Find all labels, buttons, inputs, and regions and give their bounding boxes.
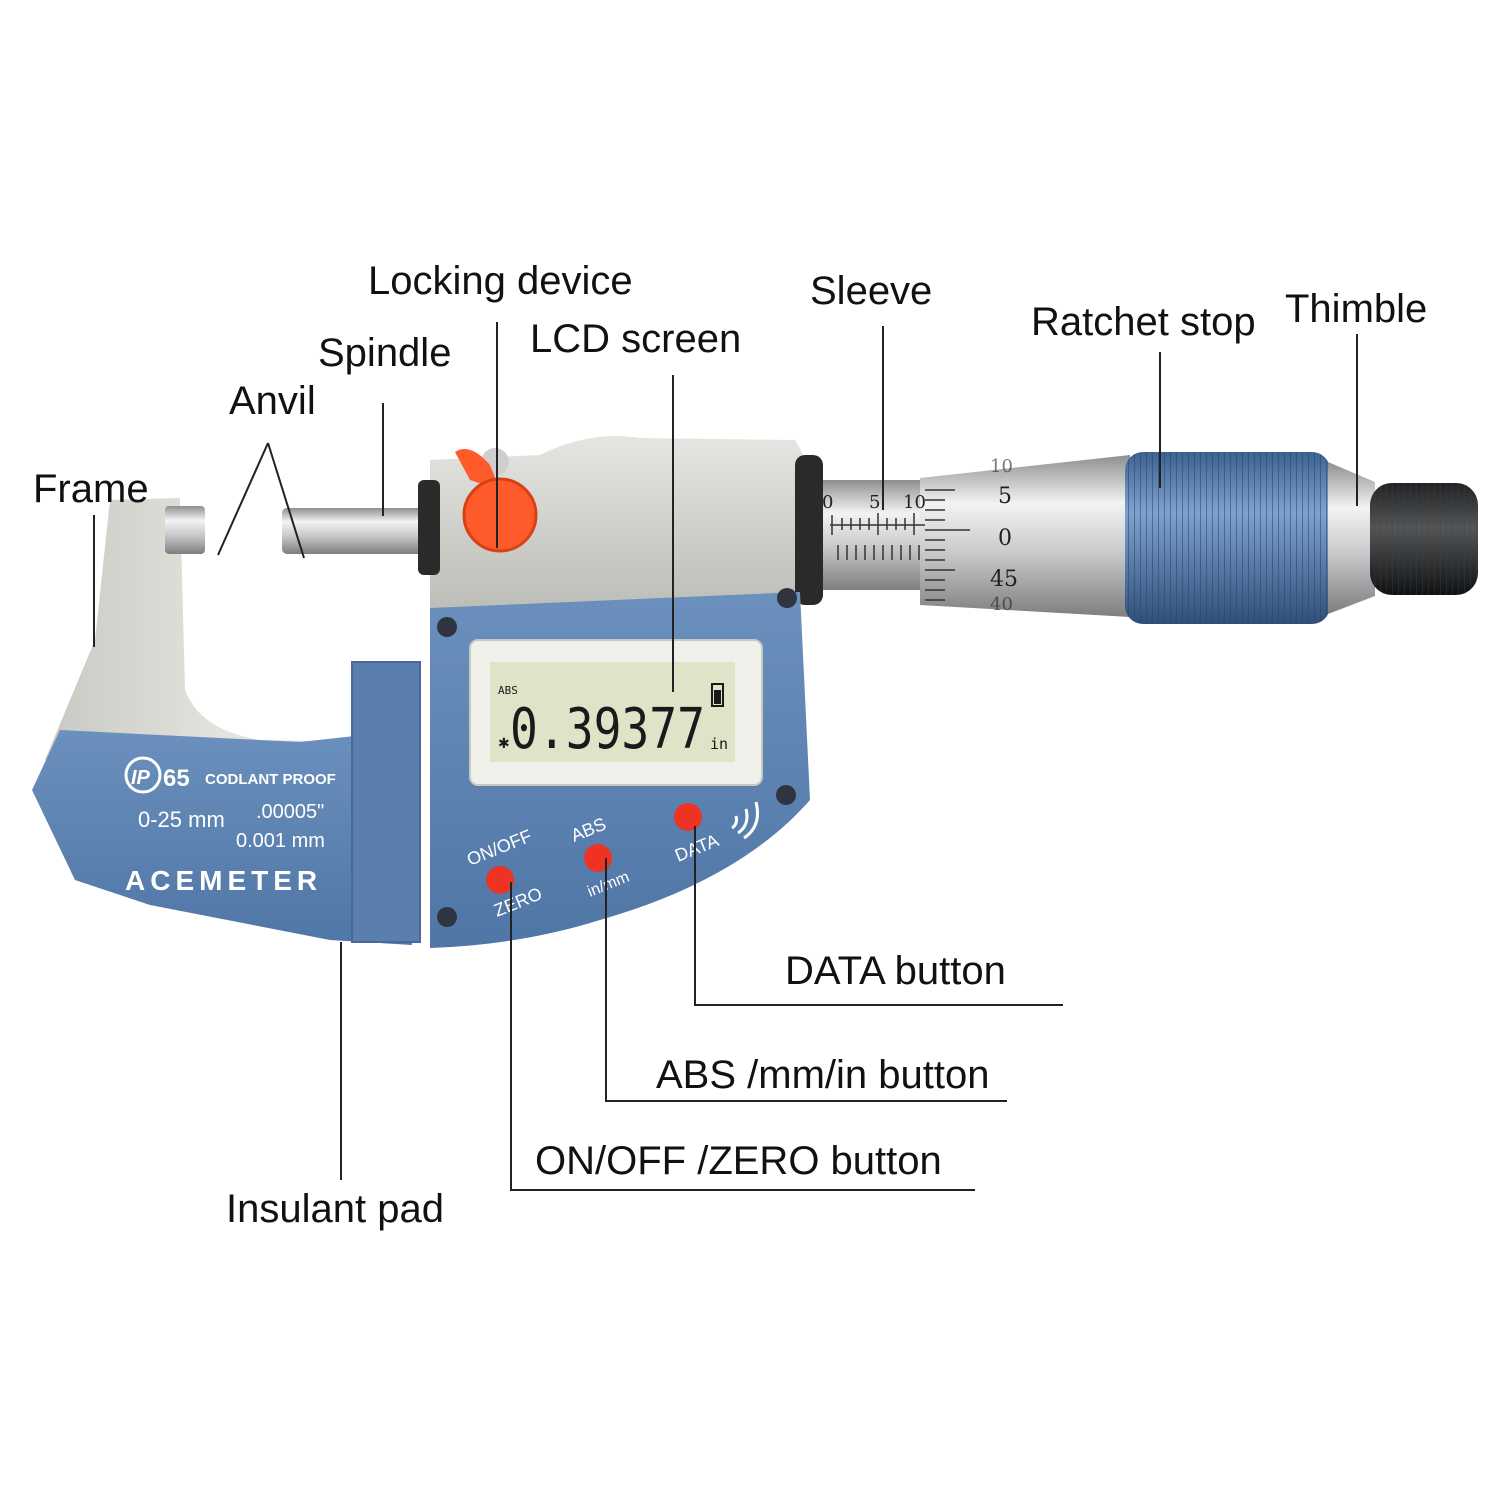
label-anvil: Anvil bbox=[229, 379, 316, 423]
ip-badge: IP bbox=[131, 767, 151, 789]
head-housing bbox=[430, 436, 815, 610]
label-data-button: DATA button bbox=[785, 949, 1006, 993]
label-abs-button: ABS /mm/in button bbox=[656, 1053, 989, 1097]
label-thimble: Thimble bbox=[1285, 287, 1427, 331]
label-frame: Frame bbox=[33, 467, 149, 511]
thimble-tick-40: 40 bbox=[990, 594, 1013, 615]
sleeve-collar bbox=[795, 455, 823, 605]
thimble-barrel bbox=[920, 455, 1130, 617]
sleeve-tick-5: 5 bbox=[869, 492, 880, 513]
lcd-mode: ABS bbox=[498, 684, 518, 697]
label-locking-device: Locking device bbox=[368, 259, 633, 303]
screw-icon bbox=[776, 785, 796, 805]
lcd-reading: 0.39377 bbox=[510, 697, 705, 762]
thimble-cone bbox=[1328, 462, 1375, 614]
label-insulant-pad: Insulant pad bbox=[226, 1187, 444, 1231]
lcd-screen: ABS ✱ 0.39377 in bbox=[469, 639, 763, 786]
ip-rating: 65 bbox=[163, 765, 190, 792]
coolant-label: CODLANT PROOF bbox=[205, 771, 336, 788]
insulant-pad bbox=[351, 661, 421, 943]
thimble-tick-45: 45 bbox=[990, 567, 1018, 592]
range-label: 0-25 mm bbox=[138, 807, 225, 832]
lcd-unit: in bbox=[710, 735, 728, 753]
leader-lines bbox=[93, 322, 1358, 1191]
screw-icons bbox=[437, 588, 797, 927]
thimble-scale: 10 5 0 45 40 bbox=[925, 456, 1018, 615]
ratchet-stop[interactable] bbox=[1125, 452, 1330, 624]
resolution-in: .00005" bbox=[256, 801, 324, 823]
thimble-tick-0: 0 bbox=[998, 526, 1012, 551]
label-onoff-button: ON/OFF /ZERO button bbox=[535, 1139, 942, 1183]
brand-logo: ACEMETER bbox=[125, 865, 322, 896]
label-spindle: Spindle bbox=[318, 331, 451, 375]
thimble-assembly bbox=[810, 452, 1478, 624]
sleeve-scale: 0 5 10 bbox=[822, 492, 926, 560]
locking-device[interactable] bbox=[455, 448, 538, 553]
label-ratchet-stop: Ratchet stop bbox=[1031, 300, 1256, 344]
abs-button[interactable] bbox=[584, 844, 612, 872]
callout-labels: Locking device Sleeve LCD screen Spindle… bbox=[33, 259, 1427, 1231]
screw-icon bbox=[777, 588, 797, 608]
screw-icon bbox=[437, 907, 457, 927]
wireless-icon bbox=[731, 801, 759, 840]
spindle bbox=[282, 508, 432, 554]
bluetooth-icon: ✱ bbox=[498, 735, 510, 751]
spindle-collar bbox=[418, 480, 440, 575]
resolution-mm: 0.001 mm bbox=[236, 830, 325, 852]
onoff-zero-button[interactable] bbox=[486, 866, 514, 894]
label-sleeve: Sleeve bbox=[810, 269, 932, 313]
frame-print: IP 65 CODLANT PROOF 0-25 mm .00005" 0.00… bbox=[124, 756, 336, 896]
frame bbox=[45, 498, 410, 800]
battery-icon bbox=[711, 683, 724, 707]
sleeve-tick-0: 0 bbox=[822, 492, 833, 513]
ip-badge-icon bbox=[124, 756, 162, 794]
sleeve-tick-10: 10 bbox=[903, 492, 926, 513]
label-lcd-screen: LCD screen bbox=[530, 317, 741, 361]
anvil bbox=[165, 506, 205, 554]
data-button[interactable] bbox=[674, 803, 702, 831]
thimble-tick-5: 5 bbox=[998, 484, 1012, 509]
screw-icon bbox=[437, 617, 457, 637]
thimble-knob[interactable] bbox=[1370, 483, 1478, 595]
thimble-tick-10: 10 bbox=[990, 456, 1013, 477]
